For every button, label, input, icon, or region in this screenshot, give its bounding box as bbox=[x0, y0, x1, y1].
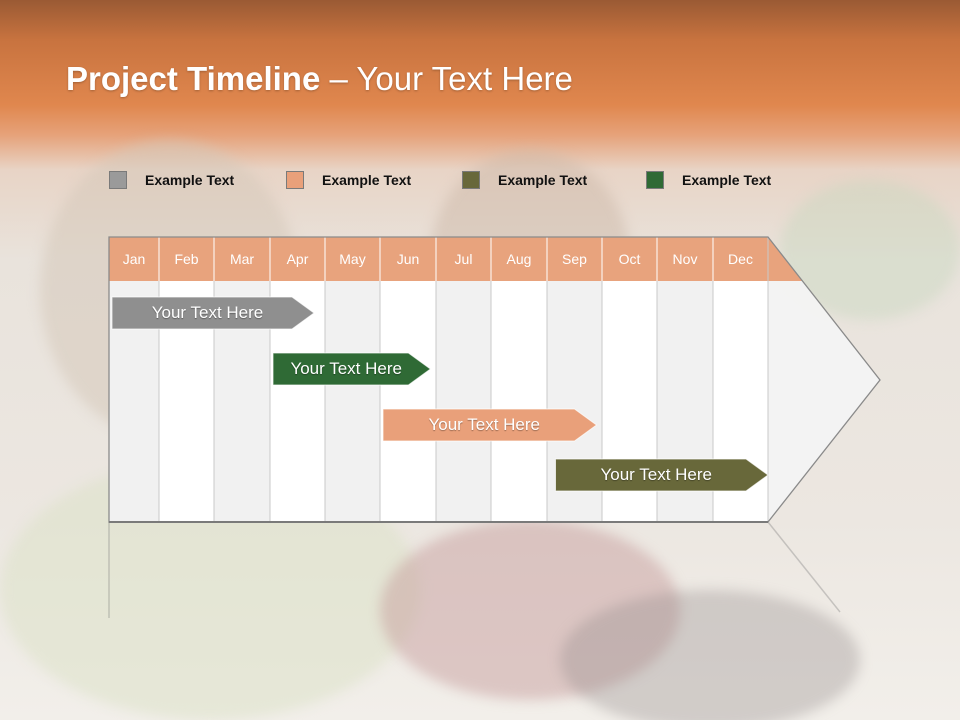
task-bar-4 bbox=[555, 458, 769, 492]
legend-swatch bbox=[286, 171, 304, 189]
background-photo-blob bbox=[560, 590, 860, 720]
legend-label: Example Text bbox=[498, 172, 588, 188]
task-bar-1 bbox=[111, 296, 315, 330]
month-label-aug: Aug bbox=[507, 251, 532, 267]
month-header-band bbox=[109, 237, 802, 281]
legend-swatch bbox=[646, 171, 664, 189]
task-bar-label: Your Text Here bbox=[600, 465, 712, 484]
background-photo-blob bbox=[380, 520, 680, 700]
title-rest: – Your Text Here bbox=[320, 60, 573, 97]
month-column bbox=[380, 281, 436, 522]
month-label-sep: Sep bbox=[562, 251, 587, 267]
task-bar-3 bbox=[382, 408, 598, 442]
page-title: Project Timeline – Your Text Here bbox=[66, 60, 573, 98]
timeline-arrow-outline bbox=[108, 236, 881, 523]
month-label-jun: Jun bbox=[397, 251, 420, 267]
month-label-feb: Feb bbox=[174, 251, 198, 267]
month-label-dec: Dec bbox=[728, 251, 753, 267]
reflection-line bbox=[767, 521, 841, 613]
legend-label: Example Text bbox=[322, 172, 412, 188]
month-label-may: May bbox=[339, 251, 365, 267]
title-bold: Project Timeline bbox=[66, 60, 321, 97]
month-label-oct: Oct bbox=[619, 251, 641, 267]
month-column bbox=[436, 281, 491, 522]
task-bar-label: Your Text Here bbox=[290, 359, 402, 378]
month-label-mar: Mar bbox=[230, 251, 254, 267]
legend-swatch bbox=[109, 171, 127, 189]
month-label-jul: Jul bbox=[455, 251, 473, 267]
legend-label: Example Text bbox=[145, 172, 235, 188]
task-bar-2 bbox=[272, 352, 432, 386]
month-column bbox=[491, 281, 547, 522]
task-bar-label: Your Text Here bbox=[428, 415, 540, 434]
legend-swatch bbox=[462, 171, 480, 189]
month-label-apr: Apr bbox=[287, 251, 309, 267]
month-label-jan: Jan bbox=[123, 251, 146, 267]
task-bar-label: Your Text Here bbox=[151, 303, 264, 322]
month-label-nov: Nov bbox=[673, 251, 698, 267]
month-column bbox=[325, 281, 380, 522]
legend-label: Example Text bbox=[682, 172, 772, 188]
